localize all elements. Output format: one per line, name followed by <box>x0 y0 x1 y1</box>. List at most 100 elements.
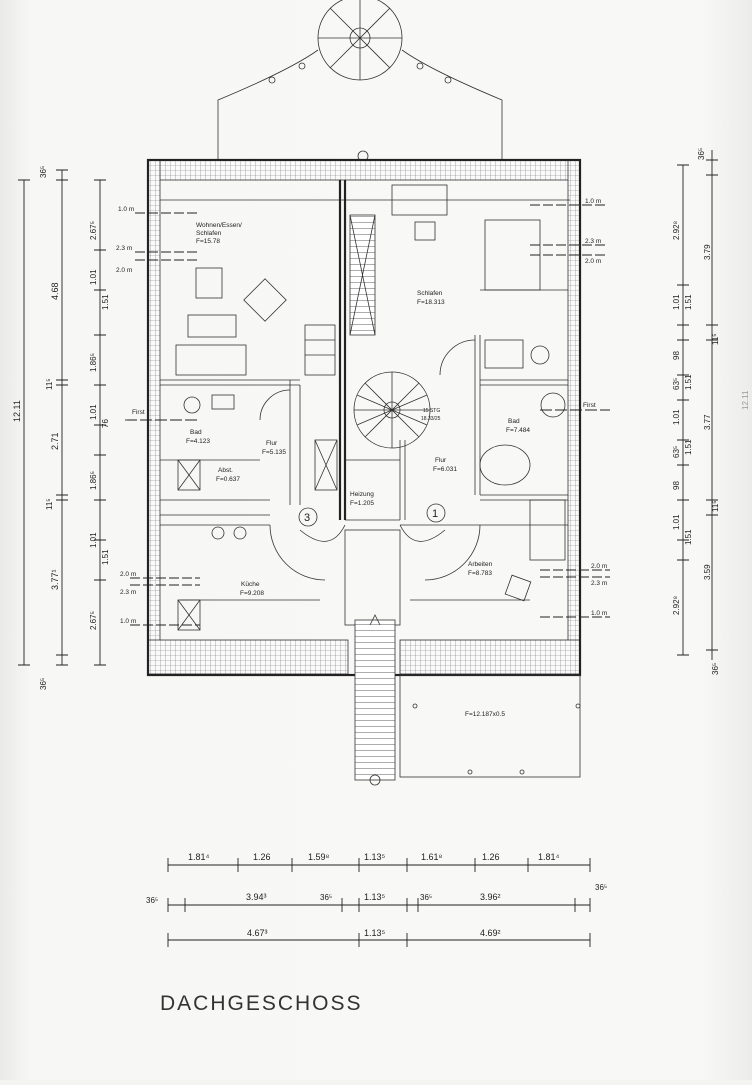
first-left: First <box>132 409 145 416</box>
room-wohnen-name: Wohnen/Essen/ <box>196 222 242 229</box>
dim-left-c2-5: 3.77¹ <box>50 569 60 590</box>
dim-left-c2-6: 36⁵ <box>39 678 48 690</box>
room-arbeiten-name: Arbeiten <box>468 561 493 568</box>
dim-right-c1-0: 36⁵ <box>697 148 706 160</box>
room-schlafen-name: Schlafen <box>417 290 443 297</box>
marker-3: 3 <box>304 512 310 524</box>
room-flur-right-name: Flur <box>435 457 447 464</box>
room-flur-left-name: Flur <box>266 440 278 447</box>
dim-bottom-r1-1: 1.26 <box>253 852 271 862</box>
hl-kueche-23: 2.3 m <box>120 589 136 596</box>
room-arbeiten-area: F=8.783 <box>468 570 492 577</box>
dim-bottom-r1-5: 1.26 <box>482 852 500 862</box>
dim-bottom-r1-0: 1.81⁴ <box>188 852 210 862</box>
dim-bottom-r1-4: 1.61⁸ <box>421 852 443 862</box>
dim-right-c1-1: 2.92⁸ <box>672 221 681 240</box>
dim-right-c2-0: 3.79 <box>703 244 712 260</box>
hl-arbeiten-10: 1.0 m <box>591 610 607 617</box>
dim-right-c2-3: 3.77 <box>703 414 712 430</box>
room-bad-right-name: Bad <box>508 418 520 425</box>
hl-left-10: 1.0 m <box>118 206 134 213</box>
dim-left-c3-7: 1.01 <box>89 532 98 548</box>
terrace <box>399 674 581 778</box>
central-shaft <box>304 214 376 491</box>
entry-stair <box>344 529 401 786</box>
dim-left-c3-1: 1.01 <box>89 269 98 285</box>
dim-bottom-r3-0: 4.67³ <box>247 928 268 938</box>
room-labels: Wohnen/Essen/ Schlafen F=15.78 Schlafen … <box>186 222 530 718</box>
room-heizung-name: Heizung <box>350 491 374 498</box>
room-heizung-area: F=1.205 <box>350 500 374 507</box>
dim-left-c2-0: 36⁵ <box>39 166 48 178</box>
top-spiral-stair <box>217 0 503 162</box>
hl-left-20: 2.0 m <box>116 267 132 274</box>
room-bad-left-name: Bad <box>190 429 202 436</box>
dim-right-c1-4: 98 <box>672 351 681 360</box>
dim-right-c2-4: 1.51 <box>684 439 693 455</box>
plan-title: DACHGESCHOSS <box>160 992 363 1015</box>
dim-right-c2-6: 3.59 <box>703 564 712 580</box>
dim-bottom-r3-2: 4.69² <box>480 928 501 938</box>
dim-right-c1-11: 2.92⁸ <box>672 596 681 615</box>
height-lines: 1.0 m 2.3 m 2.0 m 1.0 m 2.3 m 2.0 m Firs… <box>116 198 610 626</box>
dim-right-c1-5: 63⁵ <box>672 378 681 390</box>
dim-bottom-r2-4: 36⁵ <box>420 893 432 902</box>
dim-right-c1-2: 1.01 <box>672 294 681 310</box>
dim-left-c2-2: 11⁵ <box>45 378 54 390</box>
hl-kueche-20: 2.0 m <box>120 571 136 578</box>
dim-left-c3-0: 2.67⁵ <box>89 221 98 240</box>
dim-right-c2-2: 1.51 <box>684 374 693 390</box>
dim-right-c1-10: 1.51 <box>684 529 693 545</box>
dim-right-c2-1: 11⁵ <box>711 333 720 345</box>
room-abst-name: Abst. <box>218 467 233 474</box>
dim-right-edge: 12.11 <box>741 390 750 410</box>
dim-right-c1-8: 98 <box>672 481 681 490</box>
dim-right-c1-3: 1.51 <box>684 294 693 310</box>
hl-right-20: 2.0 m <box>585 258 601 265</box>
marker-1: 1 <box>432 508 438 520</box>
first-right: First <box>583 402 596 409</box>
dim-left-c3-9: 2.67⁵ <box>89 611 98 630</box>
dim-bottom-r2-5: 3.96² <box>480 892 501 902</box>
stair-note-2: 18.33/25 <box>421 416 441 422</box>
dim-left-c3-4: 1.01 <box>89 404 98 420</box>
room-bad-left-area: F=4.123 <box>186 438 210 445</box>
dim-left-total: 12.11 <box>12 400 22 422</box>
dim-left-c2-1: 4.68 <box>50 282 60 300</box>
dim-right-c1-7: 63⁵ <box>672 446 681 458</box>
dim-bottom-r2-0: 36⁵ <box>146 896 158 905</box>
dim-bottom-r1-2: 1.59⁸ <box>308 852 330 862</box>
door-swings <box>259 339 481 581</box>
room-schlafen-area: F=18.313 <box>417 299 445 306</box>
room-wohnen-name2: Schlafen <box>196 230 222 237</box>
dim-bottom-r2-3: 1.13⁵ <box>364 892 386 902</box>
dim-bottom-r1-3: 1.13⁵ <box>364 852 386 862</box>
dim-bottom-r2-1: 3.94³ <box>246 892 267 902</box>
dim-left-c2-3: 2.71 <box>50 432 60 450</box>
dim-right-c1-6: 1.01 <box>672 409 681 425</box>
stair-note-1: 15 STG <box>423 408 440 414</box>
section-markers: 3 1 <box>298 503 446 527</box>
dim-left-c3-6: 1.86⁵ <box>89 471 98 490</box>
dim-bottom-r1-6: 1.81⁴ <box>538 852 560 862</box>
spiral-stair <box>353 371 431 449</box>
dim-bottom-r2-6: 36⁵ <box>595 883 607 892</box>
room-flur-left-area: F=5.135 <box>262 449 286 456</box>
hl-right-10: 1.0 m <box>585 198 601 205</box>
hl-kueche-10: 1.0 m <box>120 618 136 625</box>
hl-arbeiten-23: 2.3 m <box>591 580 607 587</box>
dim-right-c1-12: 36⁵ <box>711 663 720 675</box>
room-kueche-area: F=9.208 <box>240 590 264 597</box>
dims-right: 36⁵ 2.92⁸ 1.01 1.51 98 63⁵ 1.01 63⁵ 98 1… <box>672 148 750 675</box>
room-kueche-name: Küche <box>241 581 260 588</box>
dim-bottom-r2-2: 36⁵ <box>320 893 332 902</box>
dim-right-c2-5: 11⁵ <box>711 500 720 512</box>
dim-left-c3-8: 1.51 <box>101 549 110 565</box>
furniture <box>175 184 566 631</box>
room-terrasse-area: F=12.187x0.5 <box>465 711 505 718</box>
dim-left-c3-3: 1.86⁵ <box>89 353 98 372</box>
room-abst-area: F=0.637 <box>216 476 240 483</box>
hl-left-23: 2.3 m <box>116 245 132 252</box>
dim-bottom-r3-1: 1.13⁵ <box>364 928 386 938</box>
